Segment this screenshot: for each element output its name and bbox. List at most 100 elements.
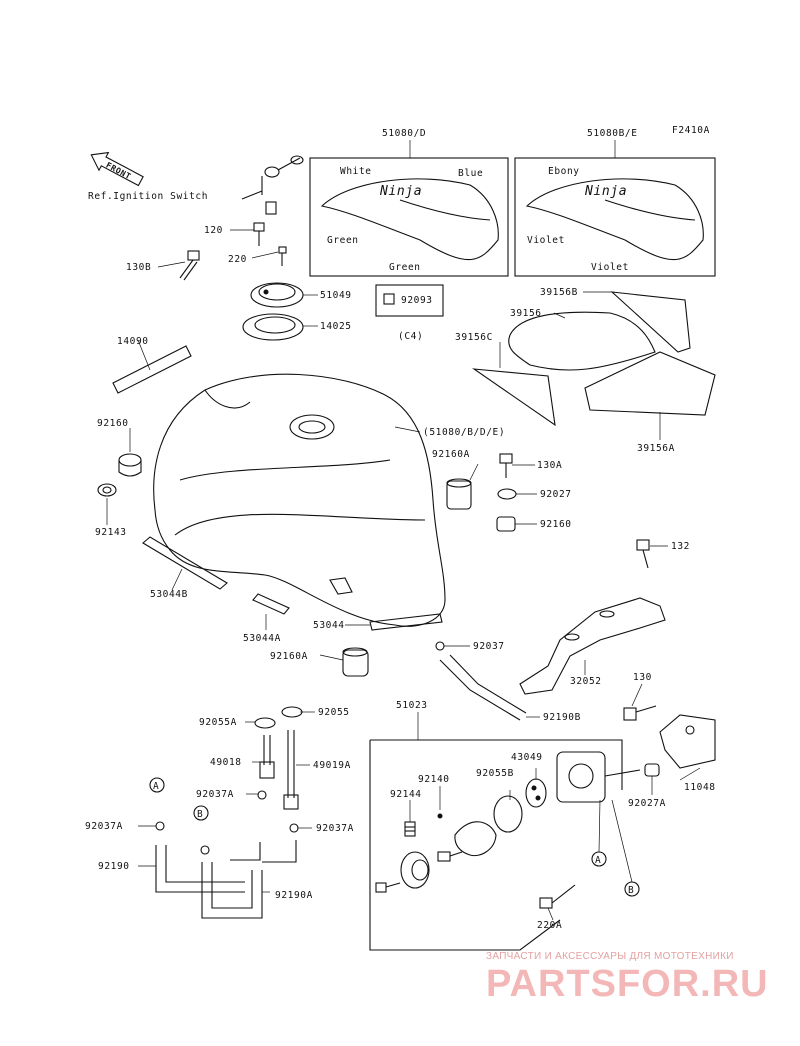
detail-note-c4: (C4) [398,331,423,342]
bolt-132 [636,539,650,569]
pad-14090 [112,345,192,394]
watermark-caption: ЗАПЧАСТИ И АКСЕССУАРЫ ДЛЯ МОТОТЕХНИКИ [486,951,734,962]
strip-53044 [369,613,443,631]
fuel-cap-51049 [250,282,304,308]
callout-53044a: 53044A [243,633,281,644]
screw-220a [539,884,576,909]
pad-53044a [252,593,290,615]
bolt-130 [623,705,657,721]
callout-92055: 92055 [318,707,350,718]
callout-92143: 92143 [95,527,127,538]
diaphragm-43049 [525,778,547,808]
decal-color-blue: Blue [458,168,483,179]
callout-120: 120 [204,225,223,236]
pad-39156c [471,368,556,427]
figure-code: F2410A [672,125,710,136]
decal-color-green-1: Green [327,235,359,246]
ref-ignition-switch-note: Ref.Ignition Switch [88,191,208,202]
svg-text:A: A [595,855,601,866]
o-ring-92055b [493,795,523,833]
callout-92027a: 92027A [628,798,666,809]
svg-text:B: B [628,885,634,896]
pad-39156b [610,291,691,353]
watermark-logo: PARTSFOR.RU [486,963,769,1005]
callout-92140: 92140 [418,774,450,785]
callout-92055a: 92055A [199,717,237,728]
front-arrow: FRONT [90,151,144,187]
damper-92160 [118,453,142,477]
bracket-32052 [519,597,666,695]
fitting-49019a [283,730,299,810]
cap-gasket-14025 [242,313,304,341]
callout-43049: 43049 [511,752,543,763]
callout-132: 132 [671,541,690,552]
bolt-120 [253,222,265,246]
callout-39156: 39156 [510,308,542,319]
collar-92027a [644,763,660,777]
decal-logo-d: Ninja [379,184,422,199]
screw-220 [278,246,287,266]
decal-color-green-2: Green [389,262,421,273]
callout-14025: 14025 [320,321,352,332]
bolt-130a [499,453,513,478]
callout-92144: 92144 [390,789,422,800]
callout-92190a: 92190A [275,890,313,901]
detail-box-92093 [375,284,444,317]
damper-92160-right [496,516,516,532]
callout-53044: 53044 [313,620,345,631]
clip-92037a-2 [155,821,165,831]
callout-92037a-1: 92037A [196,789,234,800]
callout-51049: 51049 [320,290,352,301]
callout-130b: 130B [126,262,151,273]
fitting-49018 [259,735,275,779]
callout-92027: 92027 [540,489,572,500]
callout-53044b: 53044B [150,589,188,600]
callout-14090: 14090 [117,336,149,347]
hose-92190 [155,842,261,893]
pad-39156a [584,351,716,416]
decal-box-51080b-e [514,157,716,277]
callout-32052: 32052 [570,676,602,687]
decal-box-51080-d [309,157,509,277]
hose-92190b [439,654,527,721]
callout-39156c: 39156C [455,332,493,343]
callout-92190b: 92190B [543,712,581,723]
ref-mark-b-left: B [193,805,209,821]
hose-92190a [201,840,297,919]
clip-92037 [435,641,445,651]
ref-mark-a-right: A [591,851,607,867]
screw-lever [437,851,463,862]
decal-color-violet-2: Violet [591,262,629,273]
decal-logo-e: Ninja [584,184,627,199]
decal-color-ebony: Ebony [548,166,580,177]
callout-51023: 51023 [396,700,428,711]
callout-92037: 92037 [473,641,505,652]
callout-220a: 220A [537,920,562,931]
callout-92160a-lower: 92160A [270,651,308,662]
o-ring-92055 [281,706,303,718]
spring-92144 [404,821,416,837]
callout-92160-right: 92160 [540,519,572,530]
callout-39156a: 39156A [637,443,675,454]
fuel-cock-body [556,751,641,803]
fuel-tank [153,373,446,627]
callout-220: 220 [228,254,247,265]
callout-49018: 49018 [210,757,242,768]
plate-92140 [454,821,497,857]
damper-92160a-lower [342,647,369,677]
callout-labels: 120 220 130B 51049 14025 14090 92160 921… [85,225,715,931]
decal-part-51080-d: 51080/D [382,128,426,139]
svg-text:B: B [197,809,203,820]
clip-92037a-3 [200,845,210,855]
clip-92037a-1 [257,790,267,800]
bracket-11048 [659,714,716,769]
o-ring-92055a [254,717,276,729]
callout-92160a-right: 92160A [432,449,470,460]
ignition-key [241,155,304,215]
lever-knob [400,851,430,889]
callout-92190: 92190 [98,861,130,872]
callout-92037a-2: 92037A [85,821,123,832]
washer-92140 [437,813,443,819]
callout-92037a-3: 92037A [316,823,354,834]
screw-left [375,882,401,893]
